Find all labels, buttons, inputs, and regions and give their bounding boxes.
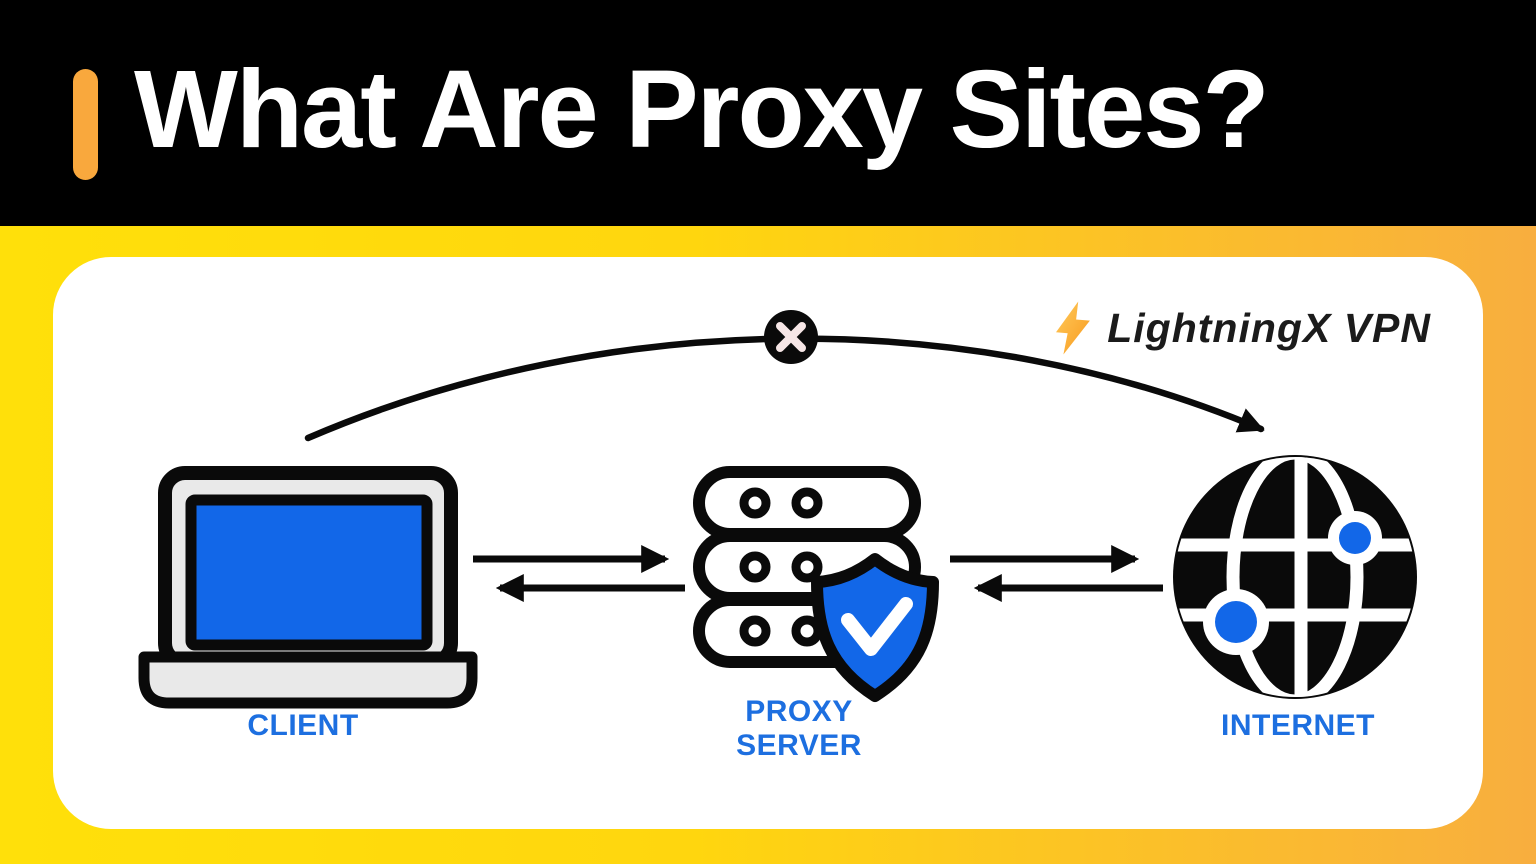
page-title: What Are Proxy Sites? [134, 48, 1270, 171]
client-label: CLIENT [247, 709, 359, 742]
proxy-server-label: PROXY SERVER [736, 695, 862, 762]
x-circle-icon [764, 310, 818, 364]
proxy-flow-diagram [138, 310, 1417, 709]
laptop-icon [138, 466, 478, 709]
shield-check-icon [811, 553, 939, 702]
internet-label: INTERNET [1221, 709, 1375, 742]
gradient-background: LightningX VPN CLIENT PROXY SERVER INTER… [0, 226, 1536, 864]
brand-mark: LightningX VPN [1056, 293, 1431, 363]
globe-icon [1173, 455, 1417, 699]
title-accent-bar [73, 69, 98, 180]
brand-name: LightningX VPN [1107, 304, 1431, 351]
diagram-card: LightningX VPN CLIENT PROXY SERVER INTER… [53, 257, 1483, 829]
lightning-bolt-icon [1056, 301, 1091, 355]
header-banner: What Are Proxy Sites? [0, 0, 1536, 226]
